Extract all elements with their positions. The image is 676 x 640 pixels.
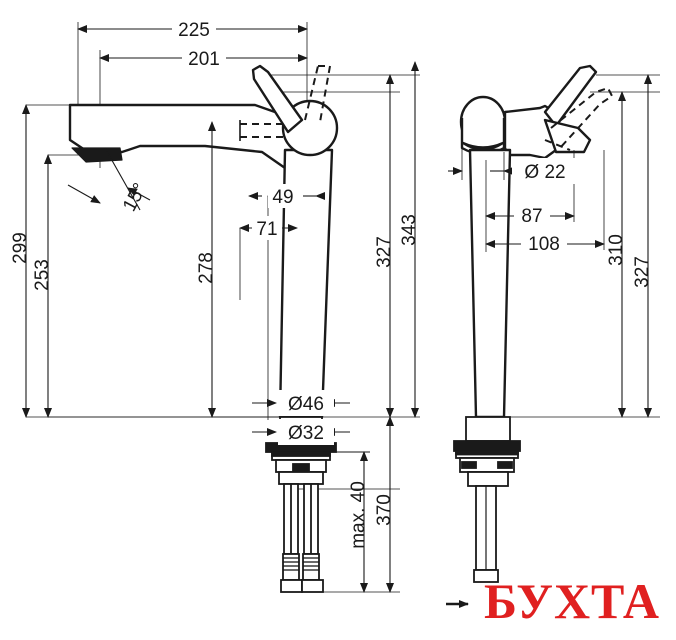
- dim-327-side: 327: [632, 256, 653, 288]
- dim-225: 225: [178, 20, 210, 41]
- side-mounting-base: [453, 416, 521, 583]
- front-dimension-lines: [22, 25, 419, 593]
- dim-87: 87: [521, 206, 542, 227]
- dim-299: 299: [10, 232, 31, 264]
- dim-49: 49: [272, 187, 293, 208]
- dim-310: 310: [606, 234, 627, 266]
- dim-370: 370: [374, 494, 395, 526]
- faucet-front-view: [68, 64, 339, 419]
- dim-71: 71: [256, 219, 277, 240]
- watermark-text: БУХТА: [484, 573, 660, 629]
- handle-alternate-position-dashed: [240, 65, 331, 138]
- dim-diameter-46: Ø46: [288, 394, 324, 415]
- dim-278: 278: [196, 252, 217, 284]
- dim-201: 201: [188, 49, 220, 70]
- watermark-bukhta: БУХТА: [482, 572, 660, 631]
- dim-angle-15: 15°: [119, 180, 151, 215]
- hose-end-nuts: [280, 579, 324, 593]
- dimension-labels: 225 201 49 71 299 253 278 327 343 370 ma…: [10, 16, 653, 549]
- dim-diameter-32: Ø32: [288, 423, 324, 444]
- dim-108: 108: [528, 234, 560, 255]
- hose-crimp-detail: [283, 557, 319, 571]
- dim-343: 343: [399, 214, 420, 246]
- note-max-40: max. 40: [348, 481, 369, 549]
- dim-253: 253: [32, 259, 53, 291]
- dim-327-front: 327: [374, 236, 395, 268]
- dim-diameter-22: Ø 22: [524, 162, 565, 183]
